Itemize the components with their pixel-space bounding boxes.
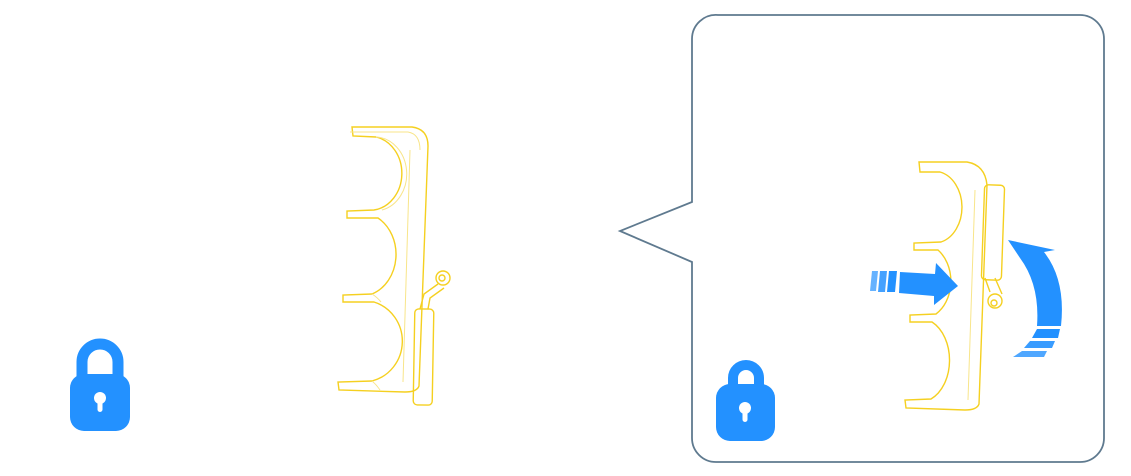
lock-open-icon	[716, 360, 775, 441]
push-arrow-icon	[870, 263, 958, 305]
callout-bubble	[617, 14, 1105, 463]
rotate-arrow-icon	[1008, 240, 1062, 357]
clip-unlatched	[904, 161, 1006, 411]
lock-closed-icon	[70, 338, 130, 431]
latch	[980, 184, 1006, 309]
clip-latched	[337, 126, 451, 406]
latch	[412, 270, 451, 406]
